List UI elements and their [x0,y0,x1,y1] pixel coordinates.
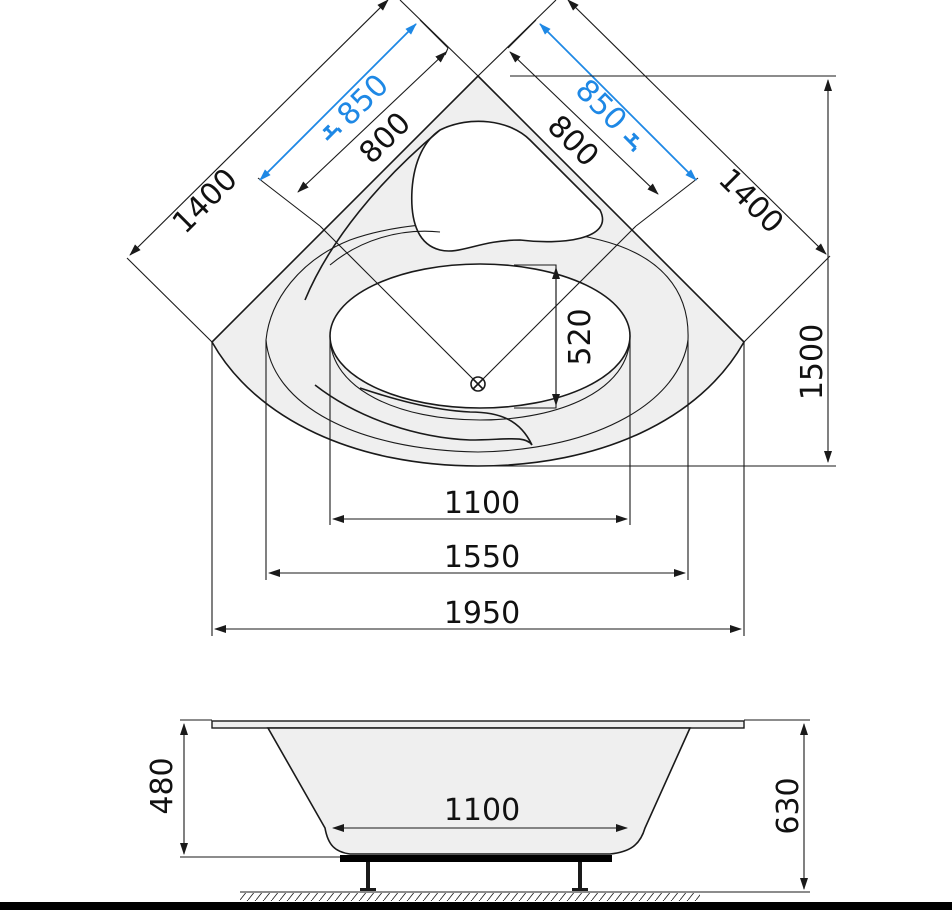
label-1100-plan: 1100 [444,486,520,521]
tub-leg-left [366,862,370,890]
label-480: 480 [145,757,180,814]
tub-base [340,855,612,862]
label-1550: 1550 [444,540,520,575]
tap-icon [623,132,640,153]
label-1100-side: 1100 [444,793,520,828]
tap-icon [322,124,343,141]
tub-leg-right [578,862,582,890]
label-1400-left: 1400 [166,162,245,241]
label-1400-right: 1400 [711,162,790,241]
label-1950: 1950 [444,596,520,631]
label-630: 630 [771,777,806,834]
plan-view: 1400 850 800 1400 850 800 520 1500 1100 [126,0,836,636]
label-1500: 1500 [795,324,830,400]
lower-seat [314,384,533,446]
dim-line-800-left [297,51,447,193]
tub-rim [211,720,745,729]
floor-hatch [240,893,700,901]
bottom-bar [0,902,952,910]
side-view: 480 630 1100 [145,719,810,901]
label-520: 520 [563,308,598,365]
tub-body [266,727,692,855]
basin-lower-shadow [329,335,631,421]
